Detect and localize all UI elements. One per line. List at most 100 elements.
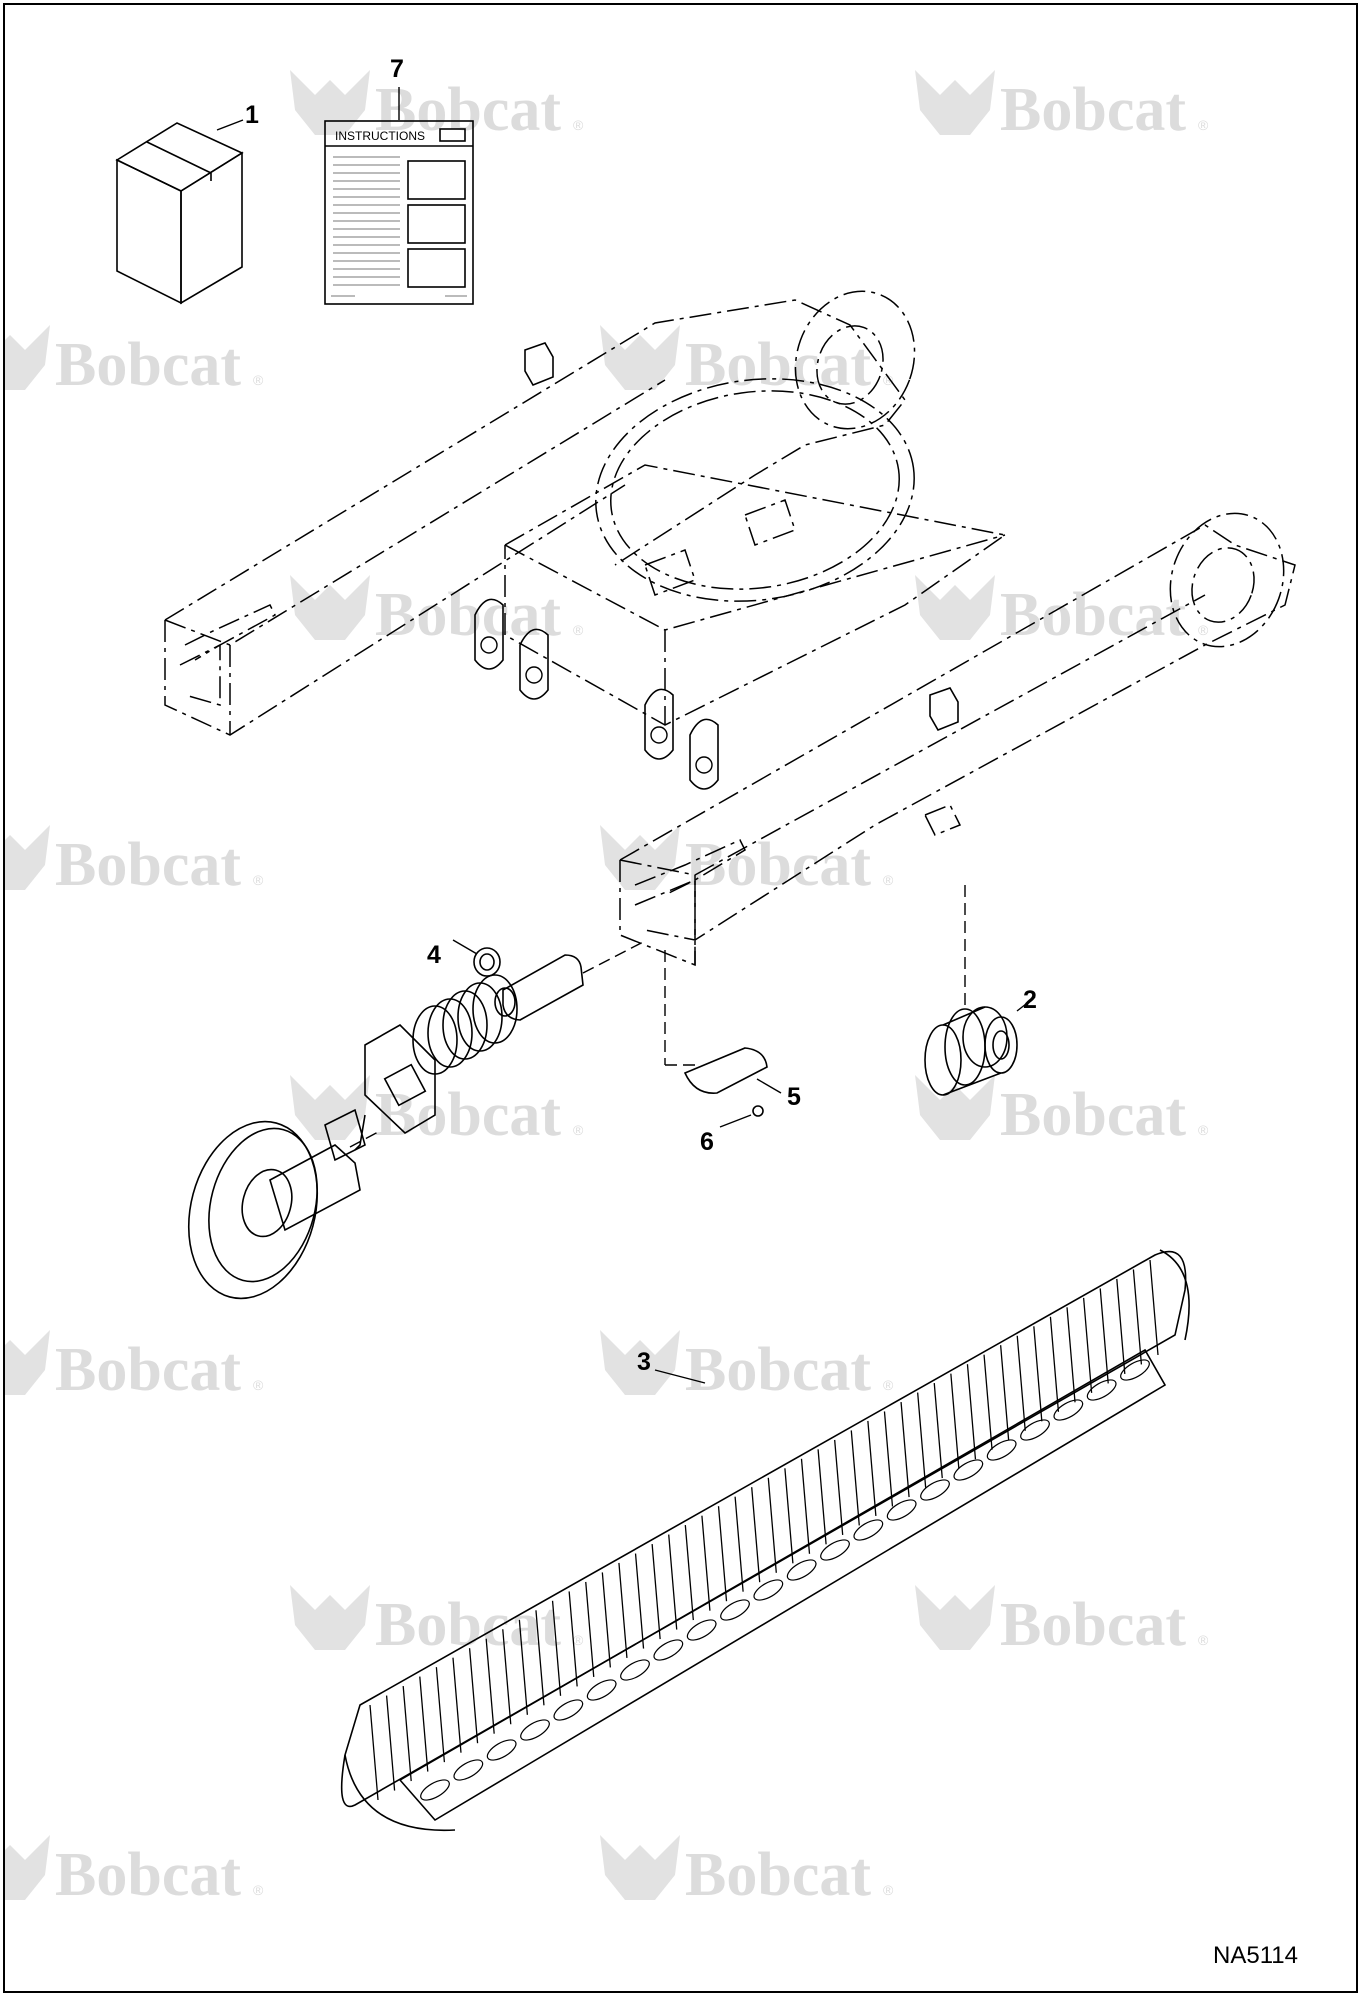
track-link — [420, 1779, 450, 1801]
track-link — [920, 1479, 950, 1501]
track-shoe — [950, 1373, 960, 1469]
watermark-brand: Bobcat — [55, 331, 241, 399]
watermark-brand: Bobcat — [1000, 76, 1186, 144]
watermark-brand: Bobcat — [375, 76, 561, 144]
watermark: Bobcat® — [915, 70, 1209, 144]
track-link — [486, 1739, 517, 1761]
bobcat-logo-icon — [915, 1585, 995, 1650]
track-shoe — [651, 1543, 661, 1640]
watermark-reg-mark: ® — [883, 1882, 894, 1898]
bobcat-logo-icon — [600, 325, 680, 390]
track-shoe — [767, 1477, 777, 1573]
instructions-sheet: INSTRUCTIONS — [324, 120, 474, 305]
watermark-reg-mark: ® — [883, 872, 894, 888]
bobcat-logo-icon — [600, 825, 680, 890]
track-link — [786, 1559, 817, 1581]
bobcat-logo-icon — [5, 325, 50, 390]
undercarriage-frame — [164, 290, 1296, 967]
track-link — [1053, 1399, 1084, 1421]
callout-2: 2 — [1023, 986, 1037, 1014]
watermark-reg-mark: ® — [253, 872, 264, 888]
watermark: Bobcat ® — [5, 325, 264, 399]
track-shoe — [568, 1591, 578, 1687]
track-shoe — [1149, 1259, 1159, 1356]
watermark-brand: Bobcat — [1000, 1591, 1186, 1659]
watermark-brand: Bobcat — [685, 1841, 871, 1909]
track-link — [753, 1579, 784, 1601]
track-shoe — [1082, 1297, 1093, 1393]
bobcat-logo-icon — [915, 1075, 995, 1140]
track-shoe — [933, 1383, 943, 1479]
track-shoe — [684, 1525, 694, 1621]
track-link — [620, 1659, 650, 1681]
watermark-brand: Bobcat — [55, 1841, 241, 1909]
drawing-id: NA5114 — [1213, 1942, 1298, 1969]
watermark: Bobcat® — [915, 1585, 1209, 1659]
watermark-reg-mark: ® — [1198, 622, 1209, 638]
track-link — [886, 1499, 917, 1521]
watermark: Bobcat ® — [600, 325, 894, 399]
track-shoe — [518, 1619, 529, 1715]
watermark-brand: Bobcat — [685, 1336, 871, 1404]
track-shoe — [717, 1506, 728, 1602]
watermark-reg-mark: ® — [573, 622, 584, 638]
watermark: Bobcat® — [5, 825, 264, 899]
bobcat-logo-icon — [290, 70, 370, 135]
callout-7: 7 — [390, 55, 404, 83]
track-shoe — [817, 1449, 827, 1545]
track-shoe — [1049, 1316, 1060, 1412]
track-shoe — [1066, 1307, 1076, 1403]
watermark: Bobcat® — [600, 825, 894, 899]
parts-diagram: Bobcat ® Bobcat ® Bobcat ® Bobcat ® Bobcat ® Bobca… — [5, 55, 1298, 1969]
watermark-brand: Bobcat — [685, 331, 871, 399]
track-link — [1120, 1359, 1150, 1381]
watermark-brand: Bobcat — [55, 1336, 241, 1404]
watermark-reg-mark: ® — [883, 1377, 894, 1393]
track-link — [553, 1699, 584, 1721]
track-shoe — [435, 1667, 446, 1763]
track-shoe — [1116, 1278, 1126, 1374]
track-shoe — [883, 1411, 894, 1507]
callout-3: 3 — [637, 1348, 651, 1376]
watermark: Bobcat® — [915, 575, 1209, 649]
track-shoe — [551, 1600, 562, 1696]
watermark-reg-mark: ® — [883, 372, 894, 388]
track-shoe — [734, 1496, 744, 1592]
watermark-reg-mark: ® — [253, 372, 264, 388]
track-shoe — [535, 1610, 545, 1706]
track-shoe — [485, 1638, 495, 1734]
watermark-reg-mark: ® — [573, 117, 584, 133]
track-shoe — [502, 1629, 512, 1725]
watermark-brand: Bobcat — [1000, 1081, 1186, 1149]
bobcat-logo-icon — [290, 575, 370, 640]
bobcat-logo-icon — [290, 1585, 370, 1650]
track-link — [453, 1759, 484, 1781]
bobcat-logo-icon — [915, 70, 995, 135]
watermark: Bobcat® — [5, 1835, 264, 1909]
track-shoe — [1033, 1326, 1043, 1422]
track-link — [720, 1599, 750, 1621]
track-link — [1020, 1419, 1050, 1441]
track-shoe — [634, 1553, 645, 1649]
watermark: Bobcat® — [290, 1585, 584, 1659]
bobcat-logo-icon — [5, 825, 50, 890]
track-link — [586, 1679, 617, 1701]
track-link — [520, 1719, 550, 1741]
track-shoe — [983, 1354, 993, 1450]
bobcat-logo-icon — [600, 1330, 680, 1395]
track-link — [1086, 1379, 1117, 1401]
callout-1: 1 — [245, 101, 259, 129]
watermark-layer: Bobcat ® Bobcat ® Bobcat ® Bobcat ® Bobcat ® Bobca… — [5, 70, 1209, 1909]
bobcat-logo-icon — [5, 1330, 50, 1395]
track-shoe — [966, 1364, 977, 1460]
track-shoe — [834, 1439, 844, 1535]
track-link — [986, 1439, 1017, 1461]
track-shoe — [468, 1648, 479, 1744]
cover-plate — [664, 950, 782, 1094]
track-shoe — [402, 1686, 412, 1782]
watermark-brand: Bobcat — [375, 1081, 561, 1149]
track-shoe — [369, 1704, 379, 1801]
track-shoe — [385, 1695, 396, 1791]
track-shoe — [867, 1420, 877, 1517]
track-shoe — [601, 1572, 611, 1668]
